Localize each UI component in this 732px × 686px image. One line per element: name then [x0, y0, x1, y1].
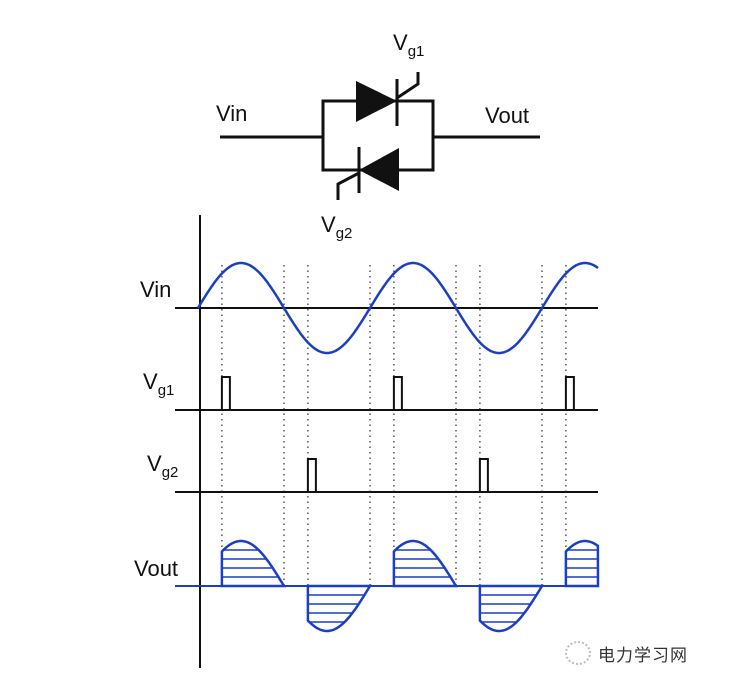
vin-waveform: [196, 261, 599, 355]
scr1-symbol: [356, 72, 420, 126]
vg1-pulse: [220, 376, 231, 410]
triac-circuit: [220, 72, 540, 200]
vg2-pulse: [478, 458, 489, 492]
circuit-vg2-label: Vg2: [321, 212, 352, 242]
vout-conduction-segment: [564, 539, 600, 588]
vout-conduction-segment: [220, 539, 287, 588]
vg1-pulse: [392, 376, 403, 410]
vout-conduction-segment: [478, 584, 545, 633]
watermark-logo-icon: [565, 641, 591, 665]
circuit-vin-label: Vin: [216, 101, 247, 126]
circuit-vg1-label: Vg1: [393, 30, 424, 60]
vin-label: Vin: [140, 277, 171, 302]
circuit-vout-label: Vout: [485, 103, 529, 128]
vg1-label: Vg1: [143, 369, 174, 399]
vg1-pulse: [564, 376, 575, 410]
scr2-symbol: [336, 147, 399, 200]
vg2-label: Vg2: [147, 451, 178, 481]
vout-conduction-segment: [392, 539, 459, 588]
vout-conduction-segment: [306, 584, 373, 633]
watermark-text: 电力学习网: [598, 646, 688, 666]
vout-label: Vout: [134, 556, 178, 581]
vg2-pulse: [306, 458, 317, 492]
